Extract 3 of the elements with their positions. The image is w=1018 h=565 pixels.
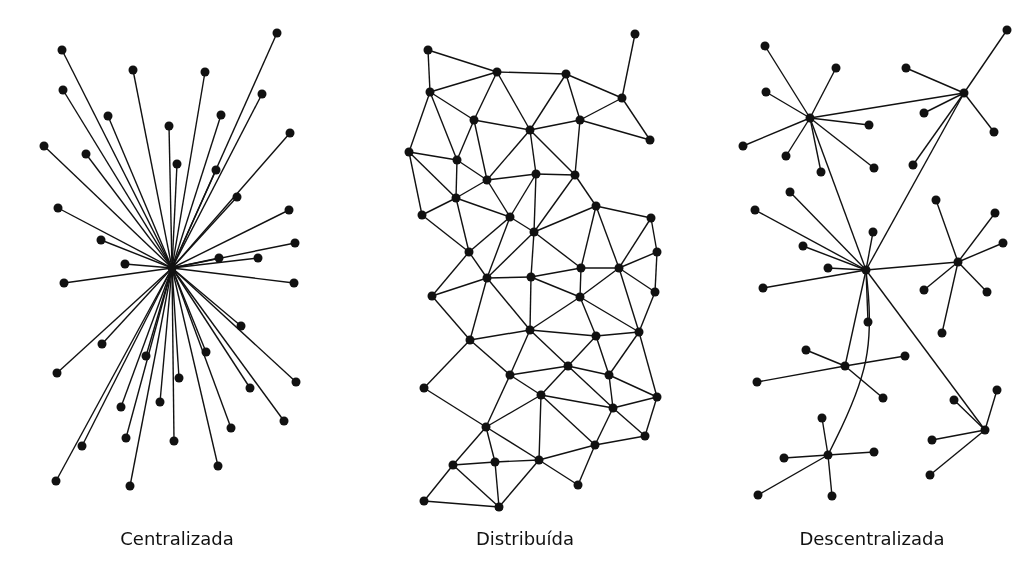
network-caption: Centralizada [120,528,234,549]
network-caption: Descentralizada [799,528,945,549]
network-caption: Distribuída [476,528,574,549]
